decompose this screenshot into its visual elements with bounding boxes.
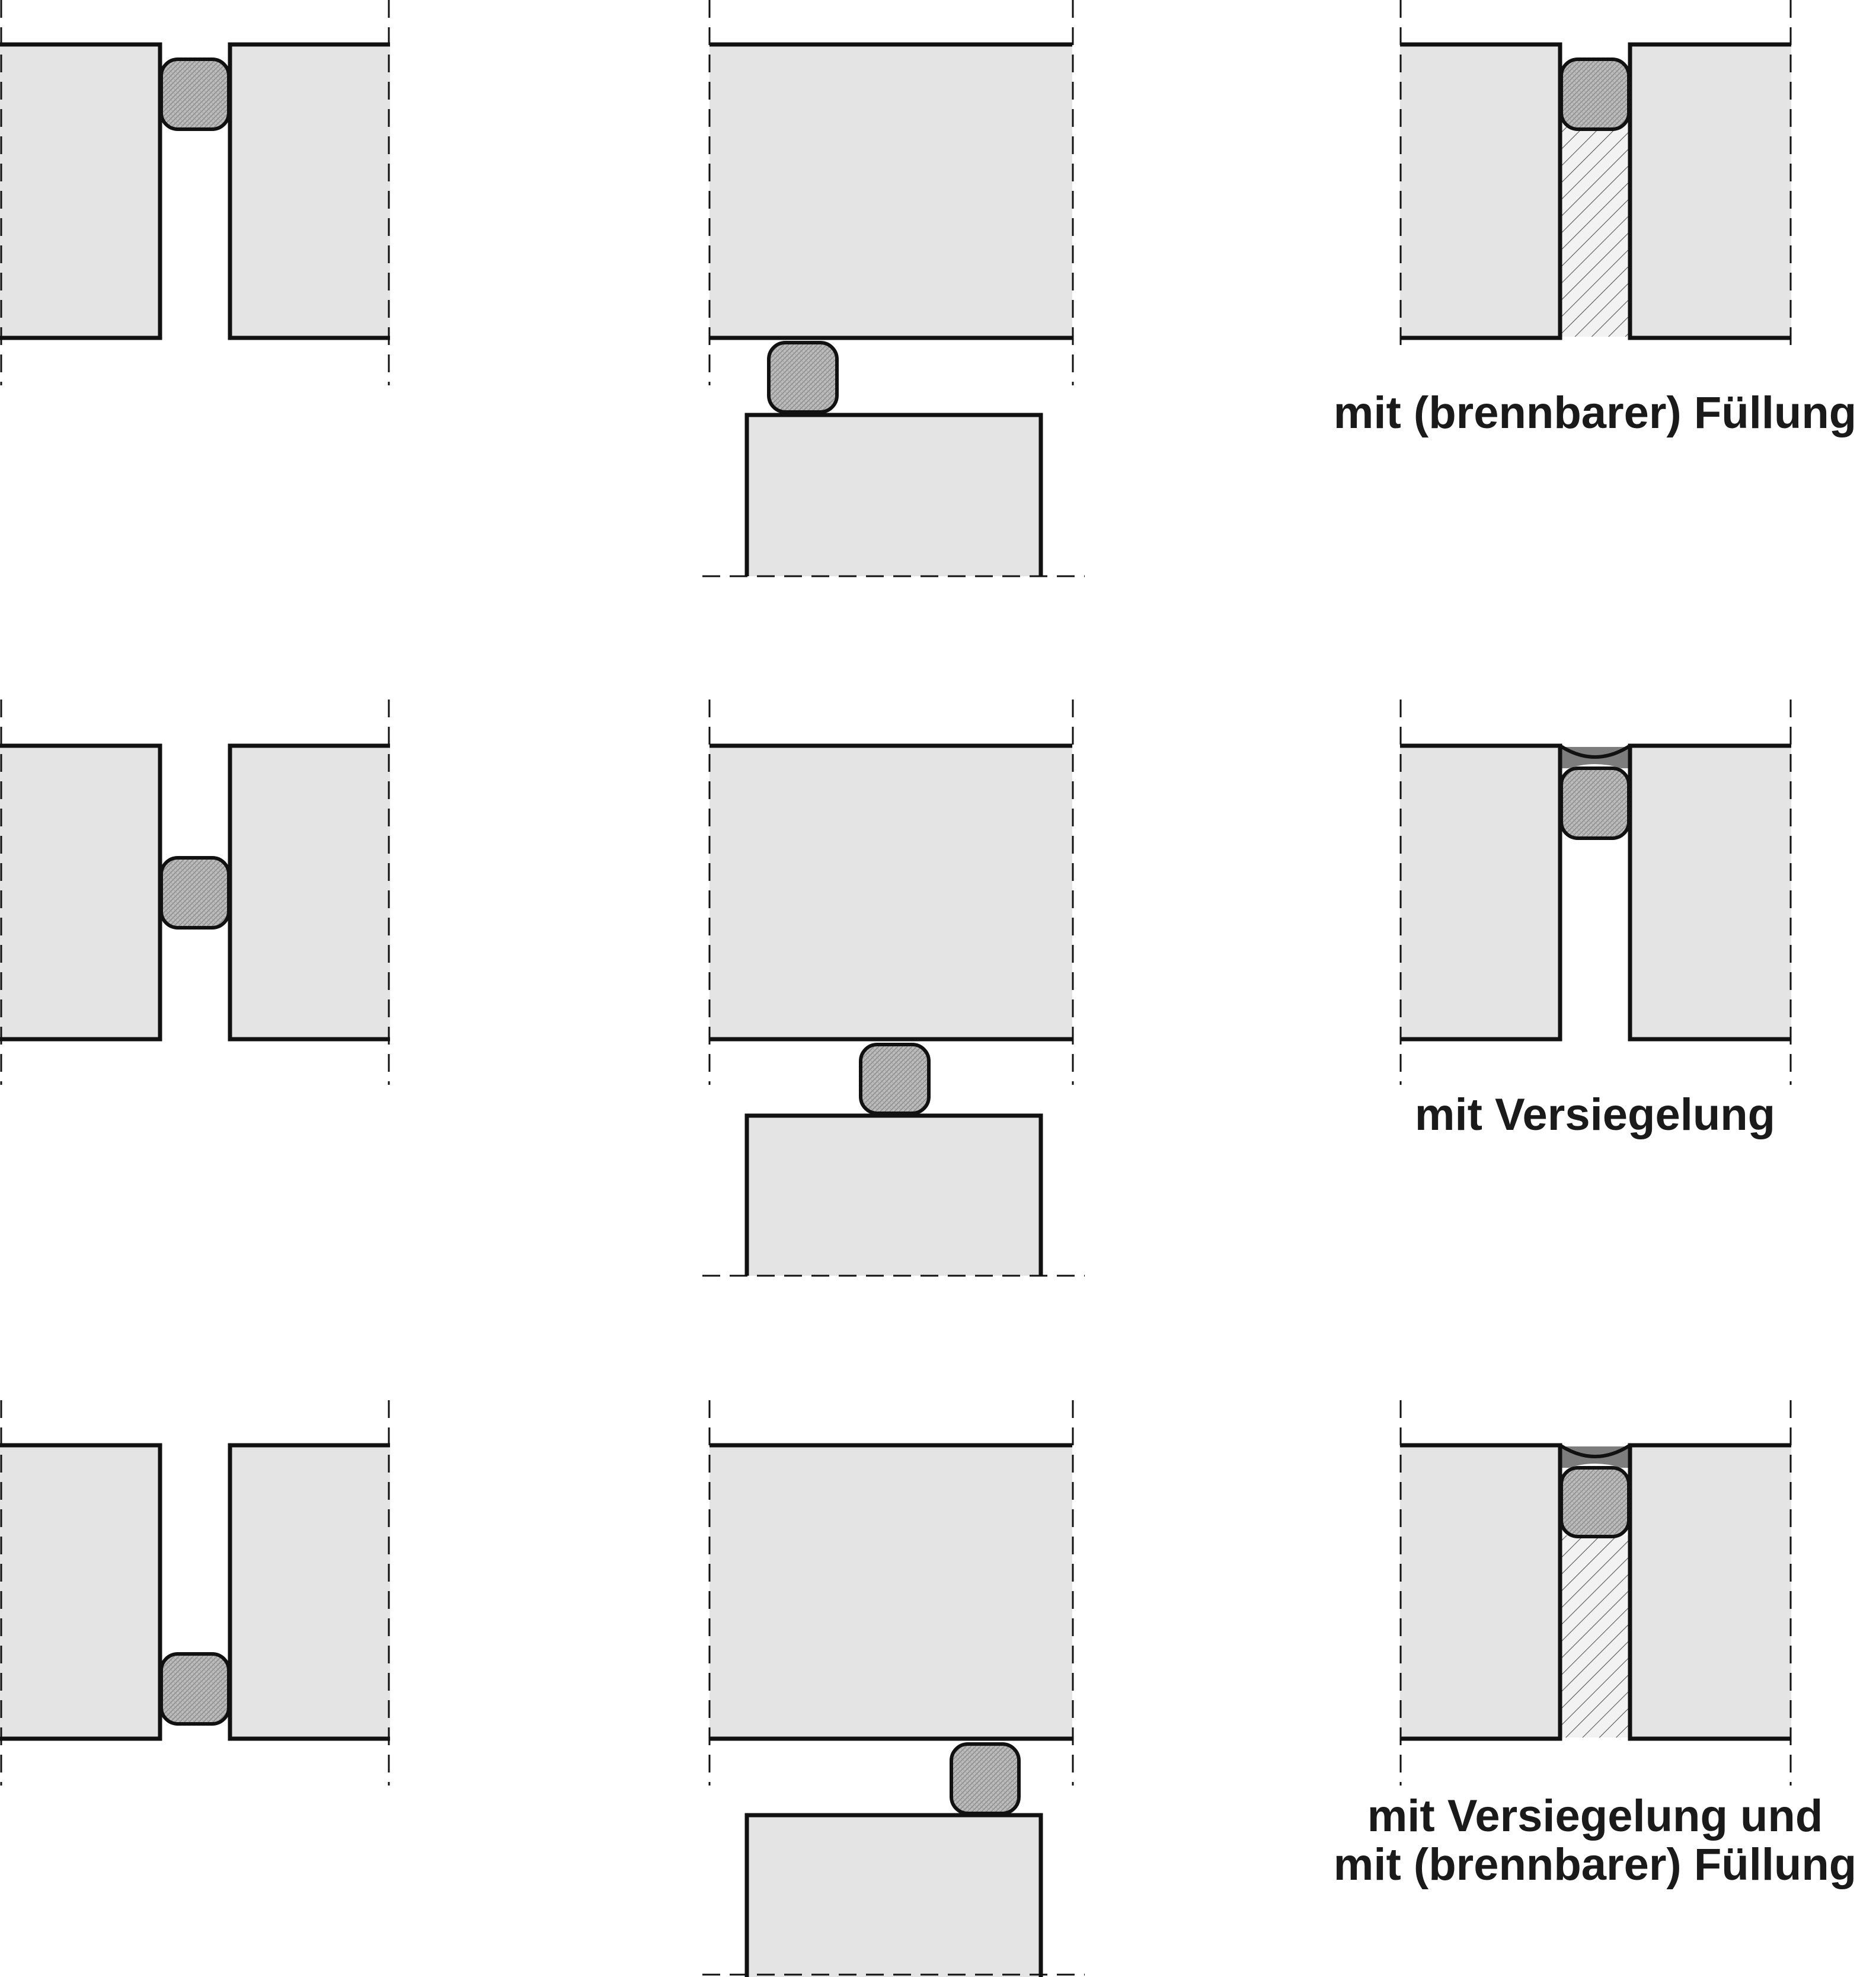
block-left xyxy=(1400,746,1560,1039)
block-lower-outline xyxy=(744,1113,1043,1276)
filling-hatch xyxy=(1562,119,1628,337)
block-lower xyxy=(747,415,1041,576)
panel-col3-row3: mit Versiegelung und mit (brennbarer) Fü… xyxy=(1334,1400,1856,1890)
block-right xyxy=(230,44,390,338)
gasket-icon xyxy=(767,341,839,414)
block-outline xyxy=(1400,1443,1791,1741)
panel-col2-row1 xyxy=(702,0,1085,577)
block-outline xyxy=(0,1443,390,1741)
block-outline xyxy=(1400,743,1791,1042)
gasket-icon xyxy=(1559,766,1631,840)
gasket-icon xyxy=(159,856,231,930)
block-lower xyxy=(747,1116,1041,1276)
block-outline xyxy=(0,42,390,340)
block-right xyxy=(1630,1445,1791,1739)
gasket-icon xyxy=(1559,1466,1631,1538)
label-fill: mit (brennbarer) Füllung xyxy=(1334,388,1856,438)
gasket-icon xyxy=(159,58,231,131)
block-right xyxy=(230,1445,390,1739)
block-lower-outline xyxy=(744,413,1043,576)
block-right xyxy=(230,746,390,1039)
panel-col3-row1: mit (brennbarer) Füllung xyxy=(1334,0,1856,438)
block-left xyxy=(1400,1445,1560,1739)
block-right xyxy=(1630,746,1791,1039)
block-upper xyxy=(710,44,1072,338)
label-sealing: mit Versiegelung xyxy=(1415,1090,1775,1140)
label-sealing-and-fill-line2: mit (brennbarer) Füllung xyxy=(1334,1839,1856,1890)
panel-col3-row2: mit Versiegelung xyxy=(1399,700,1792,1140)
gasket-icon xyxy=(159,1652,231,1726)
block-upper-outline xyxy=(710,743,1072,1042)
block-upper xyxy=(710,1445,1072,1739)
sealant-curve xyxy=(1559,1443,1631,1458)
block-upper-outline xyxy=(710,42,1072,340)
block-left xyxy=(0,44,160,338)
block-outline xyxy=(1400,42,1791,340)
panel-col2-row2 xyxy=(702,700,1085,1277)
filling-hatch xyxy=(1562,1535,1628,1738)
block-lower xyxy=(747,1815,1041,1977)
sealant-curve xyxy=(1559,744,1631,759)
block-left xyxy=(0,746,160,1039)
gasket-icon xyxy=(1559,58,1631,131)
panel-col1-row1 xyxy=(0,0,390,385)
panel-col1-row3 xyxy=(0,1400,390,1786)
gasket-icon xyxy=(859,1043,931,1115)
label-sealing-and-fill-line1: mit Versiegelung und xyxy=(1367,1791,1823,1841)
block-left xyxy=(1400,44,1560,338)
block-upper xyxy=(710,746,1072,1039)
panel-col1-row2 xyxy=(0,700,390,1085)
block-lower-outline xyxy=(744,1813,1043,1977)
block-upper-outline xyxy=(710,1443,1072,1741)
block-right xyxy=(1630,44,1791,338)
panel-col2-row3 xyxy=(702,1400,1085,1977)
gasket-icon xyxy=(950,1742,1021,1815)
block-left xyxy=(0,1445,160,1739)
